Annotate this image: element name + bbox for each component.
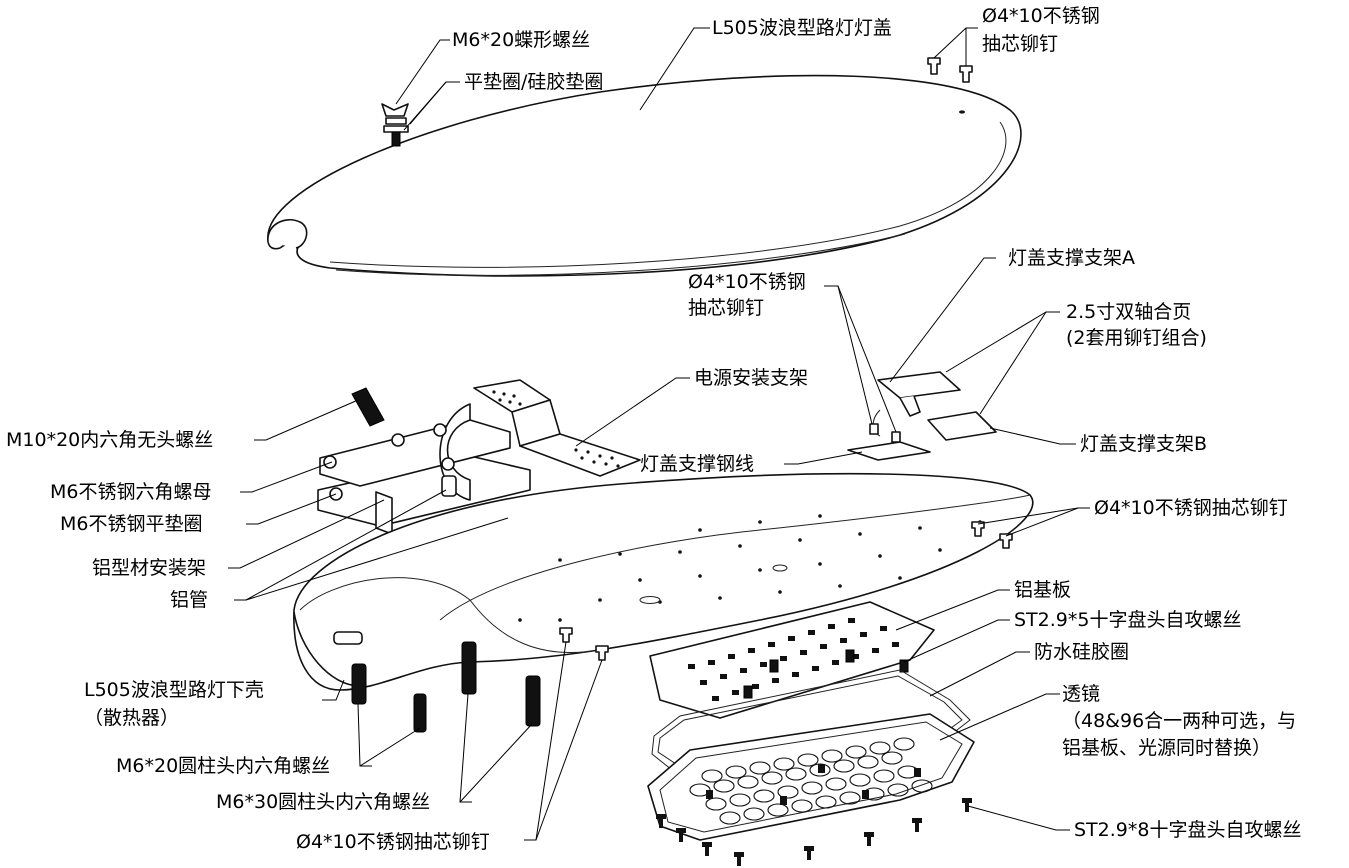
right-rivets-part — [971, 521, 1013, 549]
label-l505-cover: L505波浪型路灯灯盖 — [712, 17, 892, 39]
label-m6-flat-washer: M6不锈钢平垫圈 — [60, 513, 202, 535]
label-hinge: 2.5寸双轴合页 (2套用铆钉组合) — [1066, 301, 1207, 349]
label-flat-silicone-washer: 平垫圈/硅胶垫圈 — [464, 71, 603, 93]
st29-8-screws-part — [656, 798, 972, 866]
label-line: (2套用铆钉组合) — [1066, 327, 1207, 349]
leader-lines — [228, 27, 1090, 841]
label-power-bracket: 电源安装支架 — [694, 367, 808, 389]
lamp-cover — [267, 74, 1022, 277]
label-rivet-mid: Ø4*10不锈钢抽芯铆钉 — [688, 271, 806, 319]
label-st29-8-screw: ST2.9*8十字盘头自攻螺丝 — [1074, 819, 1301, 841]
label-line: Ø4*10不锈钢 — [688, 271, 806, 293]
label-aluminum-pcb: 铝基板 — [1014, 579, 1071, 601]
lower-shell-part — [293, 472, 1034, 691]
label-line: 透镜 — [1062, 683, 1100, 705]
label-line: Ø4*10不锈钢 — [982, 5, 1100, 27]
label-line: 2.5寸双轴合页 — [1066, 301, 1191, 323]
power-bracket-part — [473, 379, 641, 477]
label-cover-bracket-b: 灯盖支撑支架B — [1080, 433, 1207, 455]
wing-screw-part — [381, 103, 409, 147]
label-m6-20-wing-screw: M6*20蝶形螺丝 — [452, 29, 590, 51]
m10-set-screw-part — [351, 387, 385, 427]
socket-screws-part — [351, 641, 541, 733]
label-line: （48&96合一两种可选，与 — [1062, 710, 1296, 732]
label-rivet-bottom: Ø4*10不锈钢抽芯铆钉 — [296, 831, 490, 853]
aluminum-pcb-part — [649, 601, 935, 719]
label-line: 抽芯铆钉 — [982, 33, 1058, 55]
aluminum-mount-part — [317, 403, 531, 535]
label-m6-30-socket-screw: M6*30圆柱头内六角螺丝 — [216, 791, 430, 813]
label-waterproof-gasket: 防水硅胶圈 — [1034, 641, 1129, 663]
label-st29-5-screw: ST2.9*5十字盘头自攻螺丝 — [1014, 609, 1241, 631]
shell-bottom-rivets-part — [559, 627, 609, 661]
label-m6-hex-nut: M6不锈钢六角螺母 — [50, 481, 211, 503]
label-rivet-right: Ø4*10不锈钢抽芯铆钉 — [1094, 497, 1288, 519]
label-lens: 透镜 （48&96合一两种可选，与铝基板、光源同时替换） — [1062, 683, 1296, 759]
label-aluminum-mount: 铝型材安装架 — [92, 557, 206, 579]
label-aluminum-tube: 铝管 — [170, 589, 208, 611]
label-line: L505波浪型路灯下壳 — [84, 679, 264, 701]
label-cover-bracket-a: 灯盖支撑支架A — [1008, 247, 1135, 269]
label-lower-shell: L505波浪型路灯下壳 （散热器） — [84, 679, 264, 729]
top-rivets-part — [927, 57, 973, 83]
label-line: 抽芯铆钉 — [688, 297, 764, 319]
label-line: 铝基板、光源同时替换） — [1062, 737, 1271, 759]
hinge-brackets-part — [847, 371, 997, 461]
label-m6-20-socket-screw: M6*20圆柱头内六角螺丝 — [116, 755, 330, 777]
part-labels: M6*20蝶形螺丝 平垫圈/硅胶垫圈 L505波浪型路灯灯盖 Ø4*10不锈钢抽… — [6, 5, 1301, 853]
label-support-wire: 灯盖支撑钢线 — [640, 453, 754, 475]
label-m10-set-screw: M10*20内六角无头螺丝 — [6, 429, 213, 451]
lens-part — [647, 713, 975, 841]
label-rivet-top: Ø4*10不锈钢抽芯铆钉 — [982, 5, 1100, 55]
label-line: （散热器） — [84, 707, 179, 729]
